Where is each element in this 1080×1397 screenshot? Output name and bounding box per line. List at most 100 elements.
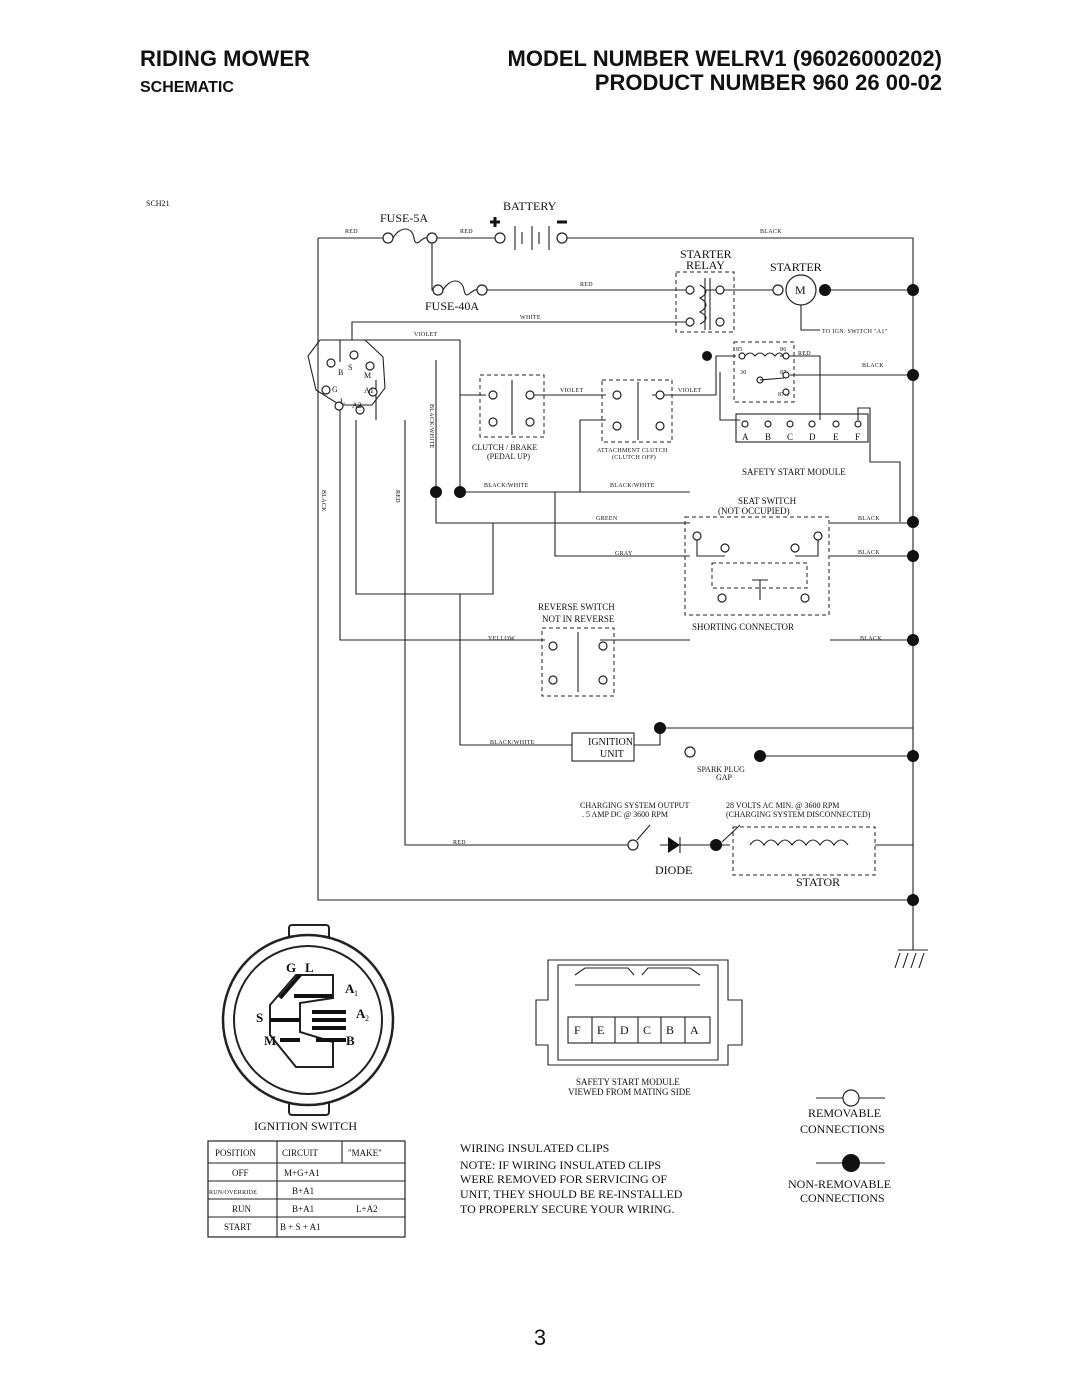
fuse-5a: FUSE-5A — [380, 211, 438, 244]
svg-text:STARTER: STARTER — [770, 260, 822, 274]
svg-text:A: A — [690, 1023, 699, 1037]
svg-text:M: M — [364, 371, 371, 380]
svg-text:POSITION: POSITION — [215, 1148, 257, 1158]
svg-text:RED: RED — [345, 229, 358, 235]
svg-text:A: A — [356, 1006, 366, 1021]
svg-text:FUSE-5A: FUSE-5A — [380, 211, 428, 225]
svg-text:RELAY: RELAY — [686, 258, 725, 272]
svg-text:L+A2: L+A2 — [356, 1204, 378, 1214]
svg-text:TO IGN. SWITCH "A1": TO IGN. SWITCH "A1" — [822, 329, 888, 335]
svg-text:WIRING INSULATED CLIPS: WIRING INSULATED CLIPS — [460, 1141, 609, 1155]
svg-text:BLACK/WHITE: BLACK/WHITE — [484, 483, 529, 489]
svg-text:VIOLET: VIOLET — [678, 388, 701, 394]
svg-text:BLACK: BLACK — [862, 363, 884, 369]
svg-text:NOT IN REVERSE: NOT IN REVERSE — [542, 614, 615, 624]
ignition-switch-title: IGNITION SWITCH — [254, 1119, 357, 1133]
fuse-40a: FUSE-40A — [425, 280, 488, 313]
diagram-id: SCH21 — [146, 199, 170, 208]
battery: BATTERY — [490, 199, 568, 250]
svg-text:A: A — [345, 981, 355, 996]
reverse-switch: REVERSE SWITCH NOT IN REVERSE — [538, 602, 615, 697]
svg-text:B: B — [666, 1023, 674, 1037]
svg-text:RED: RED — [453, 840, 466, 846]
svg-text:BLACK: BLACK — [858, 550, 880, 556]
svg-text:S: S — [348, 363, 352, 372]
svg-text:B: B — [765, 432, 771, 442]
starter-relay: STARTER RELAY — [675, 247, 735, 333]
product-number: PRODUCT NUMBER 960 26 00-02 — [594, 70, 942, 95]
svg-text:BLACK/WHITE: BLACK/WHITE — [428, 404, 434, 449]
svg-text:CLUTCH / BRAKE: CLUTCH / BRAKE — [472, 443, 537, 452]
module-connector: F E D C B A SAFETY START MODULE VIEWED F… — [535, 959, 743, 1097]
svg-text:BLACK: BLACK — [860, 636, 882, 642]
svg-text:87A: 87A — [778, 392, 790, 398]
svg-text:GAP: GAP — [716, 773, 733, 782]
ignition-switch-schematic: B S M G A1 L A2 — [307, 339, 386, 415]
svg-text:BLACK/WHITE: BLACK/WHITE — [610, 483, 655, 489]
svg-text:WERE REMOVED FOR SERVICING OF: WERE REMOVED FOR SERVICING OF — [460, 1172, 667, 1186]
svg-text:WHITE: WHITE — [520, 315, 541, 321]
svg-text:M: M — [795, 283, 806, 297]
svg-text:RUN: RUN — [232, 1204, 252, 1214]
starter-motor: STARTER M TO IGN. SWITCH "A1" — [770, 260, 888, 335]
svg-text:B+A1: B+A1 — [292, 1186, 314, 1196]
svg-text:M+G+A1: M+G+A1 — [284, 1168, 320, 1178]
svg-text:STARTER: STARTER — [680, 247, 732, 261]
wire-labels: RED RED BLACK RED WHITE VIOLET VIOLET VI… — [320, 229, 884, 846]
svg-text:REMOVABLE: REMOVABLE — [808, 1106, 881, 1120]
svg-text:(CLUTCH OFF): (CLUTCH OFF) — [612, 454, 656, 461]
svg-text:E: E — [597, 1023, 604, 1037]
svg-text:RUN/OVERRIDE: RUN/OVERRIDE — [209, 1190, 257, 1196]
svg-text:2: 2 — [365, 1014, 369, 1023]
svg-text:B: B — [346, 1033, 355, 1048]
svg-text:B+A1: B+A1 — [292, 1204, 314, 1214]
svg-text:TO PROPERLY SECURE YOUR WIRING: TO PROPERLY SECURE YOUR WIRING. — [460, 1202, 674, 1216]
ignition-unit: IGNITION UNIT SPARK PLUG GAP — [571, 732, 766, 782]
svg-text:SAFETY START MODULE: SAFETY START MODULE — [742, 467, 846, 477]
svg-text:SEAT SWITCH: SEAT SWITCH — [738, 496, 797, 506]
svg-text:(CHARGING SYSTEM DISCONNECTED): (CHARGING SYSTEM DISCONNECTED) — [726, 810, 871, 819]
svg-text:UNIT: UNIT — [600, 749, 624, 760]
svg-text:FUSE-40A: FUSE-40A — [425, 299, 479, 313]
svg-text:UNIT, THEY SHOULD BE RE-INSTAL: UNIT, THEY SHOULD BE RE-INSTALLED — [460, 1187, 683, 1201]
svg-text:STATOR: STATOR — [796, 875, 840, 889]
svg-text:START: START — [224, 1222, 252, 1232]
svg-text:85: 85 — [736, 347, 743, 353]
clutch-brake-switch: CLUTCH / BRAKE (PEDAL UP) — [472, 374, 545, 461]
svg-text:A: A — [742, 432, 749, 442]
svg-text:G: G — [286, 960, 296, 975]
safety-start-module: A B C D E F SAFETY START MODULE — [735, 413, 869, 477]
attachment-clutch-switch: ATTACHMENT CLUTCH (CLUTCH OFF) — [597, 379, 673, 461]
svg-text:G: G — [332, 385, 338, 394]
svg-text:ATTACHMENT CLUTCH: ATTACHMENT CLUTCH — [597, 448, 668, 454]
module-relay: 85 86 30 87 87A — [702, 341, 795, 403]
svg-text:M: M — [264, 1033, 276, 1048]
ignition-switch-table: POSITION CIRCUIT "MAKE" OFF M+G+A1 RUN/O… — [207, 1140, 406, 1238]
svg-text:CHARGING SYSTEM OUTPUT: CHARGING SYSTEM OUTPUT — [580, 801, 689, 810]
svg-text:BLACK/WHITE: BLACK/WHITE — [490, 740, 535, 746]
seat-switch: SEAT SWITCH (NOT OCCUPIED) SHORTING CONN… — [684, 496, 830, 632]
svg-text:(NOT OCCUPIED): (NOT OCCUPIED) — [718, 506, 790, 516]
svg-text:B + S + A1: B + S + A1 — [280, 1222, 321, 1232]
svg-text:L: L — [305, 960, 314, 975]
svg-text:SAFETY START MODULE: SAFETY START MODULE — [576, 1077, 680, 1087]
svg-text:. 5 AMP DC @ 3600 RPM: . 5 AMP DC @ 3600 RPM — [582, 810, 668, 819]
svg-text:F: F — [574, 1023, 581, 1037]
svg-text:A1: A1 — [364, 386, 374, 395]
svg-text:CONNECTIONS: CONNECTIONS — [800, 1191, 885, 1205]
svg-text:CIRCUIT: CIRCUIT — [282, 1148, 319, 1158]
svg-text:VIOLET: VIOLET — [414, 332, 437, 338]
svg-text:RED: RED — [798, 351, 811, 357]
svg-text:GREEN: GREEN — [596, 516, 618, 522]
svg-text:BATTERY: BATTERY — [503, 199, 557, 213]
svg-text:E: E — [833, 432, 839, 442]
svg-text:DIODE: DIODE — [655, 863, 692, 877]
svg-text:28 VOLTS AC MIN. @ 3600 RPM: 28 VOLTS AC MIN. @ 3600 RPM — [726, 801, 839, 810]
svg-text:YELLOW: YELLOW — [488, 636, 515, 642]
document-title: RIDING MOWER — [140, 46, 310, 71]
model-number: MODEL NUMBER WELRV1 (96026000202) — [507, 46, 942, 71]
svg-text:RED: RED — [460, 229, 473, 235]
svg-text:D: D — [620, 1023, 629, 1037]
svg-text:GRAY: GRAY — [615, 551, 633, 557]
